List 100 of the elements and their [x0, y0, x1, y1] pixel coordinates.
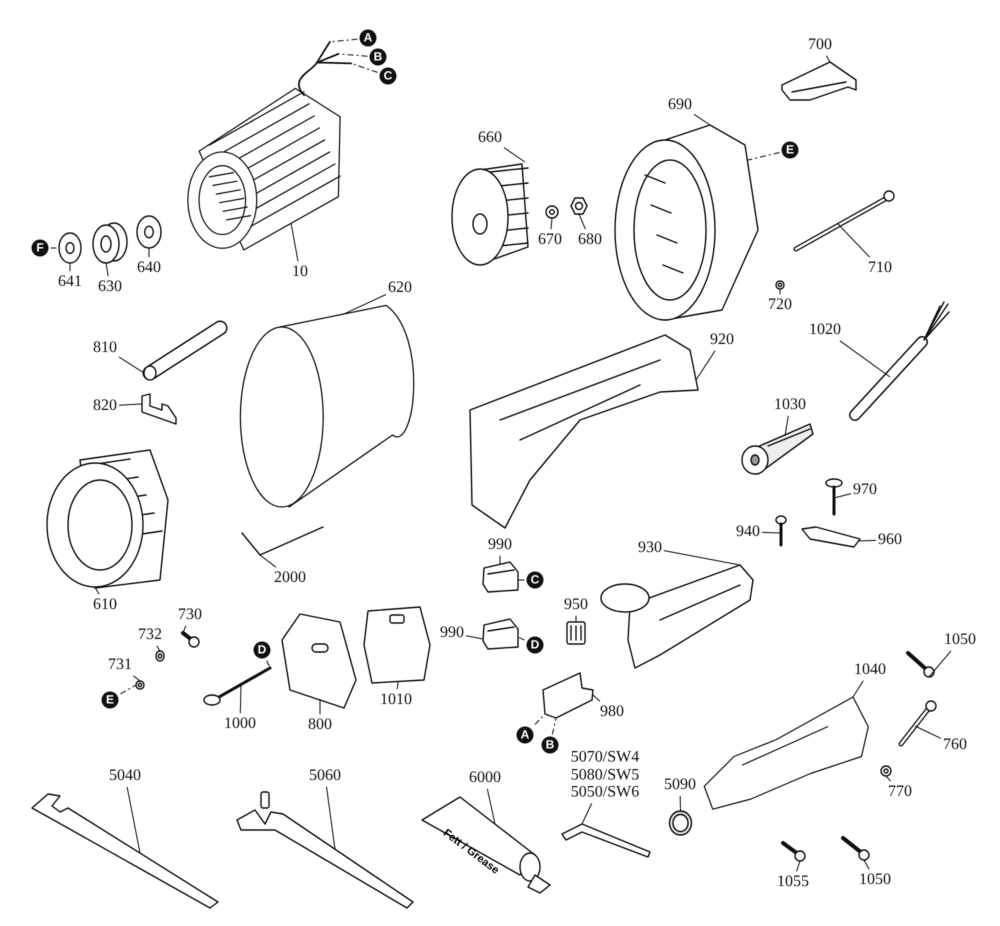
- leader-line: [260, 554, 276, 568]
- callout-number: 770: [888, 783, 912, 801]
- leader-line: [326, 786, 336, 850]
- leader-line: [118, 356, 144, 374]
- callout-number: 641: [58, 273, 82, 291]
- connection-marker: D: [526, 636, 544, 654]
- leader-line: [266, 660, 270, 668]
- callout-number: 640: [137, 259, 161, 277]
- callout-number: 670: [538, 231, 562, 249]
- leader-line: [664, 550, 740, 566]
- callout-number: 6000: [469, 769, 501, 787]
- callout-number: 1000: [224, 715, 256, 733]
- callout-number: 10: [292, 263, 308, 281]
- leader-line: [694, 114, 710, 126]
- tube-drawing: [140, 318, 230, 383]
- leader-line: [852, 680, 864, 698]
- clip-drawing: [140, 392, 178, 424]
- ring-drawing: [668, 810, 693, 836]
- leader-line: [148, 248, 150, 258]
- clamp-drawing: [800, 525, 862, 549]
- leader-line: [578, 214, 586, 230]
- leader-line: [182, 625, 186, 634]
- leader-line: [582, 802, 592, 824]
- callout-number: 730: [178, 606, 202, 624]
- callout-number: 1055: [777, 873, 809, 891]
- bearing-drawing: [92, 222, 128, 266]
- callout-number: 1050: [859, 871, 891, 889]
- callout-number: 5090: [664, 776, 696, 794]
- leader-line: [886, 776, 892, 782]
- connection-marker: C: [526, 572, 544, 588]
- callout-number: 990: [440, 624, 464, 642]
- leader-line: [550, 218, 552, 230]
- leader-line: [858, 540, 876, 542]
- leader-line: [680, 795, 681, 812]
- screw-drawing: [775, 515, 787, 547]
- washer-drawing: [155, 650, 165, 662]
- connection-marker: C: [380, 68, 396, 84]
- callout-number: 732: [138, 626, 162, 644]
- callout-number: 980: [600, 703, 624, 721]
- washer-drawing: [775, 280, 785, 290]
- leader-line: [342, 294, 386, 315]
- screw-drawing: [905, 650, 935, 678]
- leader-line: [839, 340, 890, 378]
- connection-marker: E: [782, 142, 798, 158]
- callout-number: 990: [488, 536, 512, 554]
- connection-marker: B: [370, 48, 386, 66]
- leader-line: [696, 350, 716, 380]
- screw-drawing: [180, 630, 200, 648]
- leader-line: [466, 635, 484, 640]
- callout-number: 1010: [380, 691, 412, 709]
- callout-number: 630: [98, 278, 122, 296]
- callout-number: 690: [668, 96, 692, 114]
- leader-line: [796, 860, 800, 872]
- leader-line: [826, 55, 830, 62]
- connection-marker: B: [542, 736, 558, 754]
- callout-number: 820: [93, 397, 117, 415]
- callout-number: 710: [868, 259, 892, 277]
- connection-marker: F: [32, 240, 48, 256]
- callout-number: 810: [93, 339, 117, 357]
- leader-line: [338, 53, 368, 57]
- leader-line: [762, 532, 782, 534]
- washer-drawing: [136, 215, 162, 249]
- washer-drawing: [880, 765, 892, 777]
- callout-number: 700: [808, 36, 832, 54]
- screw-drawing: [780, 840, 806, 862]
- callout-number: 970: [853, 481, 877, 499]
- callout-number: 680: [578, 231, 602, 249]
- callout-number: 5060: [309, 767, 341, 785]
- nut-drawing: [570, 197, 588, 215]
- leader-line: [928, 650, 952, 678]
- leader-line: [864, 860, 870, 870]
- leader-line: [120, 684, 136, 694]
- leader-line: [156, 645, 160, 652]
- callout-number: 960: [878, 531, 902, 549]
- callout-number: 950: [564, 596, 588, 614]
- callout-number: 1030: [774, 396, 806, 414]
- contact-pad-drawing: [565, 620, 587, 646]
- callout-number: 1040: [854, 661, 886, 679]
- pin-spanner-drawing: [235, 790, 415, 910]
- slider-drawing: [540, 670, 595, 720]
- callout-number: 800: [308, 716, 332, 734]
- leader-line: [290, 222, 298, 262]
- screw-drawing: [825, 478, 843, 516]
- leader-line: [504, 147, 526, 162]
- leader-line: [748, 152, 780, 160]
- leader-line: [552, 718, 556, 735]
- part-number: 5080/SW5: [570, 766, 640, 784]
- leader-line: [914, 726, 942, 739]
- washer-drawing: [545, 205, 559, 219]
- connection-marker: E: [102, 692, 118, 708]
- leader-line: [518, 636, 525, 641]
- callout-number: 1050: [944, 631, 976, 649]
- leader-line: [126, 786, 140, 854]
- callout-number: 610: [93, 596, 117, 614]
- leader-line: [118, 404, 142, 406]
- callout-number: 720: [768, 296, 792, 314]
- screw-drawing: [840, 835, 870, 861]
- callout-number: 760: [943, 736, 967, 754]
- callout-number: 940: [736, 523, 760, 541]
- callout-number: 731: [108, 656, 132, 674]
